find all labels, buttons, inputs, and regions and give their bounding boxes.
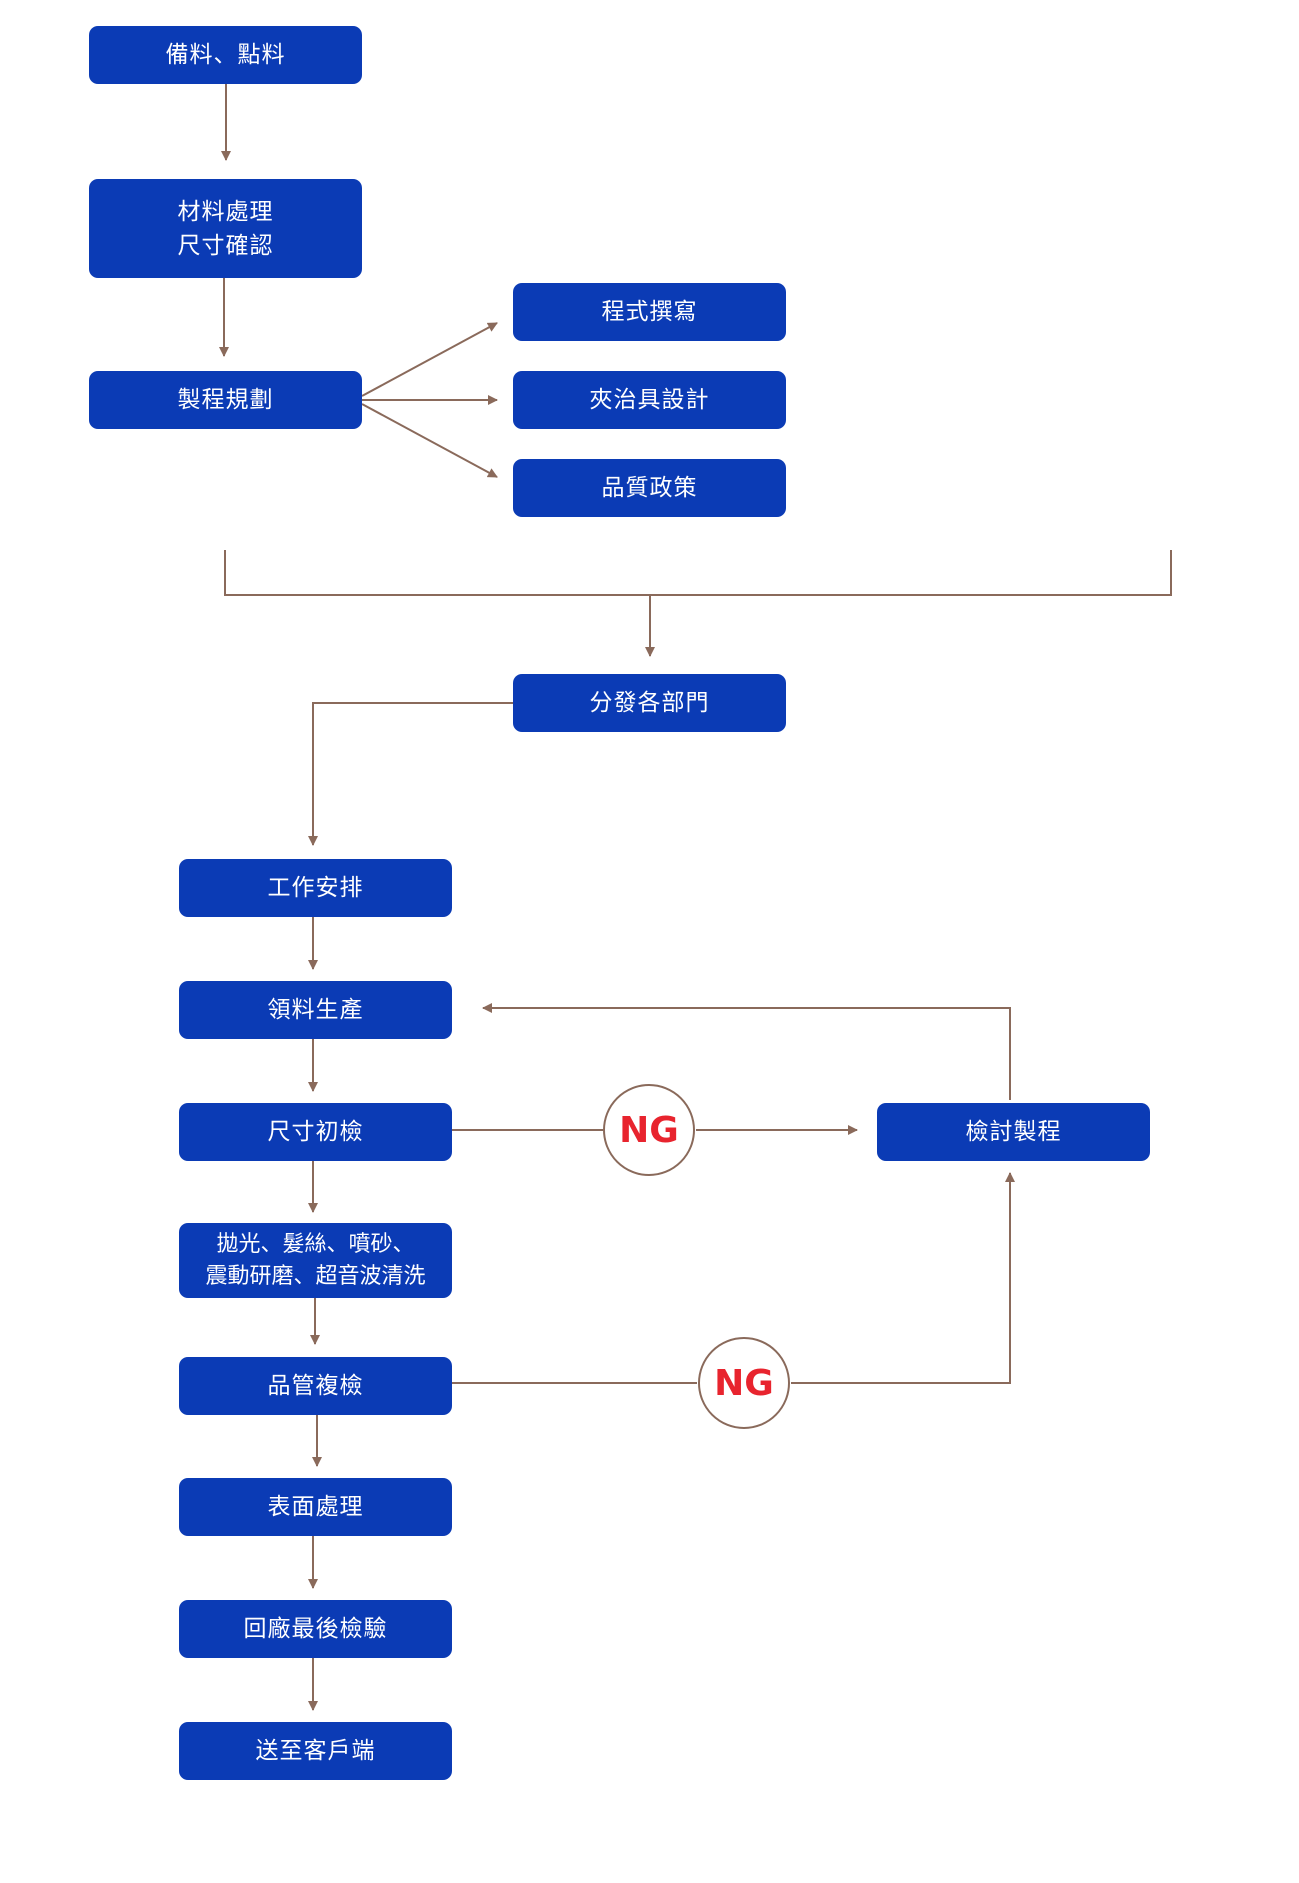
step-label: 回廠最後檢驗 xyxy=(243,1616,388,1642)
ng-label: NG xyxy=(714,1362,774,1404)
step-label: 領料生產 xyxy=(267,997,364,1023)
step-prep: 備料、點料 xyxy=(89,26,362,84)
step-label: 工作安排 xyxy=(267,875,364,901)
step-planning: 製程規劃 xyxy=(89,371,362,429)
ng-badge-qc: NG xyxy=(698,1337,790,1429)
step-label-line2: 尺寸確認 xyxy=(177,232,274,259)
arrow-planning-to-programming xyxy=(361,322,498,397)
step-distribute: 分發各部門 xyxy=(513,674,786,732)
step-schedule: 工作安排 xyxy=(179,859,452,917)
step-programming: 程式撰寫 xyxy=(513,283,786,341)
merge-bracket xyxy=(224,550,1172,596)
step-finishing: 拋光、髮絲、噴砂、 震動研磨、超音波清洗 xyxy=(179,1223,452,1298)
step-label: 程式撰寫 xyxy=(601,299,698,325)
step-label: 夾治具設計 xyxy=(589,387,710,413)
step-qc-recheck: 品管複檢 xyxy=(179,1357,452,1415)
step-label-line1: 拋光、髮絲、噴砂、 xyxy=(216,1231,415,1257)
step-material: 材料處理 尺寸確認 xyxy=(89,179,362,278)
step-label: 品質政策 xyxy=(601,475,698,501)
ng-label: NG xyxy=(619,1109,679,1151)
ng-badge-inspection: NG xyxy=(603,1084,695,1176)
step-delivery: 送至客戶端 xyxy=(179,1722,452,1780)
step-quality-policy: 品質政策 xyxy=(513,459,786,517)
arrow-planning-to-quality xyxy=(361,403,498,478)
arrow-distribute-to-schedule xyxy=(308,702,513,846)
step-first-inspection: 尺寸初檢 xyxy=(179,1103,452,1161)
step-review: 檢討製程 xyxy=(877,1103,1150,1161)
step-label: 送至客戶端 xyxy=(255,1738,376,1764)
step-label: 分發各部門 xyxy=(589,690,710,716)
step-label: 品管複檢 xyxy=(267,1373,364,1399)
step-fixture: 夾治具設計 xyxy=(513,371,786,429)
step-label-line2: 震動研磨、超音波清洗 xyxy=(205,1263,426,1289)
step-production: 領料生產 xyxy=(179,981,452,1039)
step-label: 檢討製程 xyxy=(965,1119,1062,1145)
step-label: 尺寸初檢 xyxy=(267,1119,364,1145)
arrow-ng2-to-review xyxy=(791,1172,1015,1384)
arrow-review-to-production xyxy=(482,1003,1011,1100)
step-label: 製程規劃 xyxy=(177,387,274,413)
step-final-inspection: 回廠最後檢驗 xyxy=(179,1600,452,1658)
step-label: 表面處理 xyxy=(267,1494,364,1520)
step-label-line1: 材料處理 xyxy=(177,198,274,225)
step-label: 備料、點料 xyxy=(165,42,286,68)
step-surface: 表面處理 xyxy=(179,1478,452,1536)
